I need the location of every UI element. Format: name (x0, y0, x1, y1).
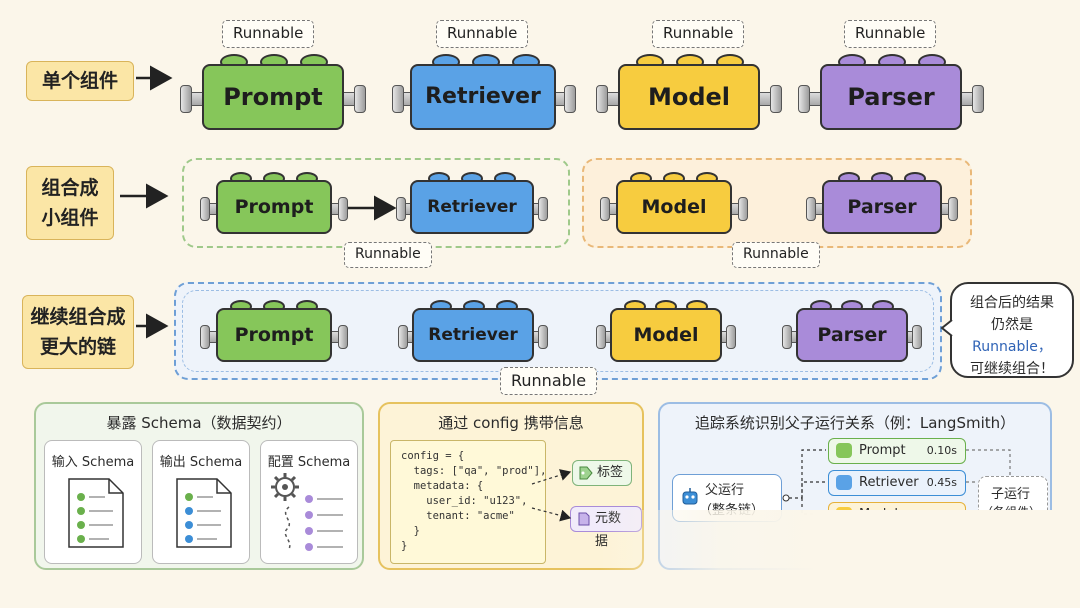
trace-panel-title: 追踪系统识别父子运行关系（例：LangSmith） (694, 414, 1016, 432)
brick-label: Model (618, 64, 760, 130)
trace-node-time: 0.10s (926, 444, 957, 457)
trace-node-retriever[interactable]: Retriever 0.45s (828, 470, 966, 496)
model-brick: Model (596, 300, 736, 364)
parser-brick: Parser (782, 300, 922, 364)
brick-label: Prompt (216, 308, 332, 362)
document-icon (176, 478, 232, 548)
row-label-compose-small: 组合成 小组件 (26, 166, 114, 240)
bubble-line: 可继续组合！ (970, 361, 1054, 377)
trace-node-time: 1.35s (926, 508, 957, 521)
config-connector (531, 469, 572, 522)
parser-brick: Parser (798, 54, 984, 134)
trace-node-label: Prompt (859, 443, 906, 458)
trace-panel: 追踪系统识别父子运行关系（例：LangSmith） 父运行 （整条链） Prom… (658, 402, 1052, 570)
row-label-line: 继续组合成 (30, 306, 126, 328)
row-label-compose-large: 继续组合成 更大的链 (22, 295, 134, 369)
runnable-tag: Runnable (436, 20, 529, 48)
row-label-line: 组合成 (41, 177, 99, 199)
trace-node-time: 0.45s (926, 476, 957, 489)
robot-icon (836, 507, 852, 522)
gear-icon (271, 473, 343, 551)
card-title: 输出 Schema (159, 455, 243, 470)
input-schema-card: 输入 Schema (44, 440, 142, 564)
config-panel-title: 通过 config 携带信息 (438, 414, 584, 432)
parent-run-label: 父运行 (705, 483, 745, 498)
row-label-single: 单个组件 (26, 61, 134, 101)
config-schema-card: 配置 Schema (260, 440, 358, 564)
runnable-tag: Runnable (844, 20, 937, 48)
config-panel: 通过 config 携带信息 config = { tags: ["qa", "… (378, 402, 644, 570)
brick-label: Model (616, 180, 732, 234)
schema-panel-title: 暴露 Schema（数据契约） (106, 414, 292, 432)
bubble-highlight: Runnable， (972, 339, 1052, 355)
brick-label: Prompt (216, 180, 332, 234)
row-label-line: 更大的链 (39, 336, 116, 358)
tags-chip: 标签 (572, 460, 633, 486)
chip-label: 标签 (597, 465, 624, 480)
card-title: 输入 Schema (51, 455, 135, 470)
prompt-brick: Prompt (200, 300, 348, 364)
prompt-brick: Prompt (180, 54, 366, 134)
model-brick: Model (596, 54, 782, 134)
row-label-line: 小组件 (41, 207, 99, 229)
child-run-card: 子运行 （各组件） (978, 476, 1048, 526)
runnable-tag: Runnable (652, 20, 745, 48)
robot-icon (836, 475, 852, 490)
output-schema-card: 输出 Schema (152, 440, 250, 564)
result-bubble: 组合后的结果 仍然是 Runnable， 可继续组合！ (950, 282, 1074, 378)
trace-node-label: Retriever (859, 475, 919, 490)
brick-label: Model (610, 308, 722, 362)
file-icon (578, 512, 590, 526)
retriever-brick: Retriever (396, 172, 548, 236)
brick-label: Prompt (202, 64, 344, 130)
retriever-brick: Retriever (392, 54, 576, 134)
child-run-sublabel: （各组件） (981, 505, 1042, 519)
chip-label: 元数据 (595, 511, 622, 549)
brick-label: Retriever (412, 308, 534, 362)
parser-brick: Parser (806, 172, 958, 236)
trace-node-label: Model (859, 507, 899, 522)
card-title: 配置 Schema (267, 455, 351, 470)
runnable-tag: Runnable (732, 242, 820, 268)
robot-icon (682, 488, 698, 505)
schema-panel: 暴露 Schema（数据契约） 输入 Schema 输出 Schema 配置 S… (34, 402, 364, 570)
trace-node-model[interactable]: Model 1.35s (828, 502, 966, 528)
brick-label: Retriever (410, 64, 556, 130)
metadata-chip: 元数据 (570, 506, 642, 549)
tag-icon (579, 466, 593, 480)
trace-node-prompt[interactable]: Prompt 0.10s (828, 438, 966, 464)
bubble-line: 组合后的结果 (970, 295, 1054, 311)
model-brick: Model (600, 172, 748, 236)
parent-run-card: 父运行 （整条链） (672, 474, 782, 522)
runnable-tag: Runnable (344, 242, 432, 268)
bubble-line: 仍然是 (991, 317, 1033, 333)
brick-label: Parser (822, 180, 942, 234)
retriever-brick: Retriever (398, 300, 548, 364)
document-icon (68, 478, 124, 548)
runnable-tag: Runnable (222, 20, 315, 48)
bubble-tail (940, 319, 953, 337)
brick-label: Parser (796, 308, 908, 362)
prompt-brick: Prompt (200, 172, 348, 236)
robot-icon (836, 443, 852, 458)
brick-label: Parser (820, 64, 962, 130)
brick-label: Retriever (410, 180, 534, 234)
child-run-label: 子运行 (991, 487, 1031, 502)
parent-run-sublabel: （整条链） (699, 503, 765, 518)
config-code-block: config = { tags: ["qa", "prod"], metadat… (390, 440, 546, 564)
runnable-tag: Runnable (500, 367, 598, 395)
